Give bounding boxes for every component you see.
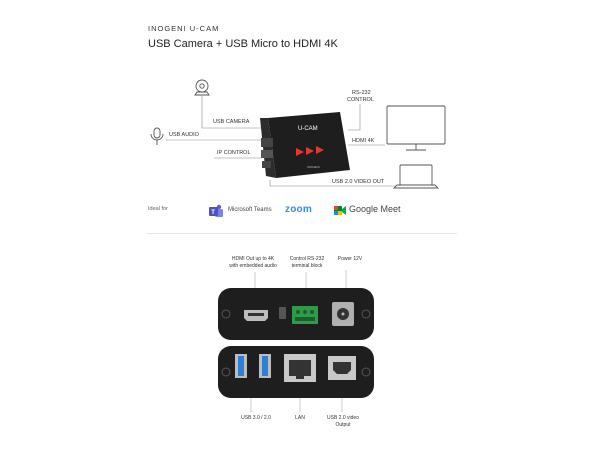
usb-video-port-label-line1: USB 2.0 video — [327, 415, 359, 421]
lan-port-icon — [284, 354, 316, 382]
page-title: USB Camera + USB Micro to HDMI 4K — [148, 38, 338, 50]
rs232-label-line1: RS-232 — [352, 90, 371, 96]
arrow-icon — [306, 147, 314, 155]
device-front-panel — [218, 288, 374, 340]
usb-video-out-label: USB 2.0 VIDEO OUT — [332, 179, 385, 185]
arrow-icon — [316, 146, 324, 154]
rs232-port-label: Control RS-232 terminal block — [280, 256, 334, 269]
zoom-logo: zoom — [285, 204, 312, 215]
device-panels — [218, 270, 374, 412]
microphone-icon — [150, 127, 164, 145]
device-small-text: INOGENI — [307, 165, 320, 169]
power-jack-icon — [332, 302, 354, 326]
device-name: U-CAM — [298, 126, 318, 132]
arrow-icon — [296, 148, 304, 156]
microsoft-teams-logo: T — [209, 204, 223, 217]
usb-video-port-label: USB 2.0 video Output — [320, 415, 366, 428]
hdmi-port-label-line1: HDMI Out up to 4K — [231, 256, 275, 262]
rs232-port-label-line1: Control RS-232 — [289, 256, 325, 262]
ucam-device: U-CAM INOGENI — [260, 112, 350, 178]
google-meet-logo — [334, 206, 346, 215]
usb-video-out-line — [269, 180, 396, 187]
google-meet-label: Google Meet — [349, 204, 401, 214]
button-icon — [279, 307, 286, 319]
lan-port-label: LAN — [295, 415, 305, 421]
rs232-port-label-line2: terminal block — [291, 262, 323, 269]
hdmi-port-label-line2: with embedded audio — [229, 262, 277, 269]
usb-audio-label: USB AUDIO — [169, 132, 200, 138]
hdmi-port-icon — [244, 310, 268, 321]
svg-text:T: T — [211, 210, 215, 216]
webcam-icon — [194, 79, 210, 96]
terminal-block-icon — [292, 306, 318, 324]
usb-port-label: USB 3.0 / 2.0 — [241, 415, 271, 421]
usb-camera-label: USB CAMERA — [213, 119, 250, 125]
microsoft-teams-label: Microsoft Teams — [228, 207, 272, 213]
usb-camera-line — [201, 96, 261, 129]
hdmi-port-label: HDMI Out up to 4K with embedded audio — [222, 256, 284, 269]
laptop-icon — [392, 164, 440, 189]
section-divider — [147, 233, 457, 234]
ideal-for-label: Ideal for — [148, 206, 168, 212]
rs232-line — [348, 104, 361, 131]
power-port-label: Power 12V — [337, 256, 363, 262]
usb3-port-icon — [235, 354, 247, 378]
usb3-port-icon — [259, 354, 271, 378]
rs232-label-line2: CONTROL — [347, 97, 374, 103]
device-rear-panel — [218, 346, 374, 398]
usb-video-port-label-line2: Output — [335, 421, 351, 428]
brand-label: INOGENI U-CAM — [148, 24, 220, 33]
hdmi-label: HDMI 4K — [352, 138, 375, 144]
ip-control-label: IP CONTROL — [217, 150, 251, 156]
connection-diagram: U-CAM INOGENI USB CAMERA USB AUDIO IP CO… — [150, 79, 446, 189]
monitor-icon — [386, 105, 446, 151]
usb-b-port-icon — [328, 356, 356, 380]
